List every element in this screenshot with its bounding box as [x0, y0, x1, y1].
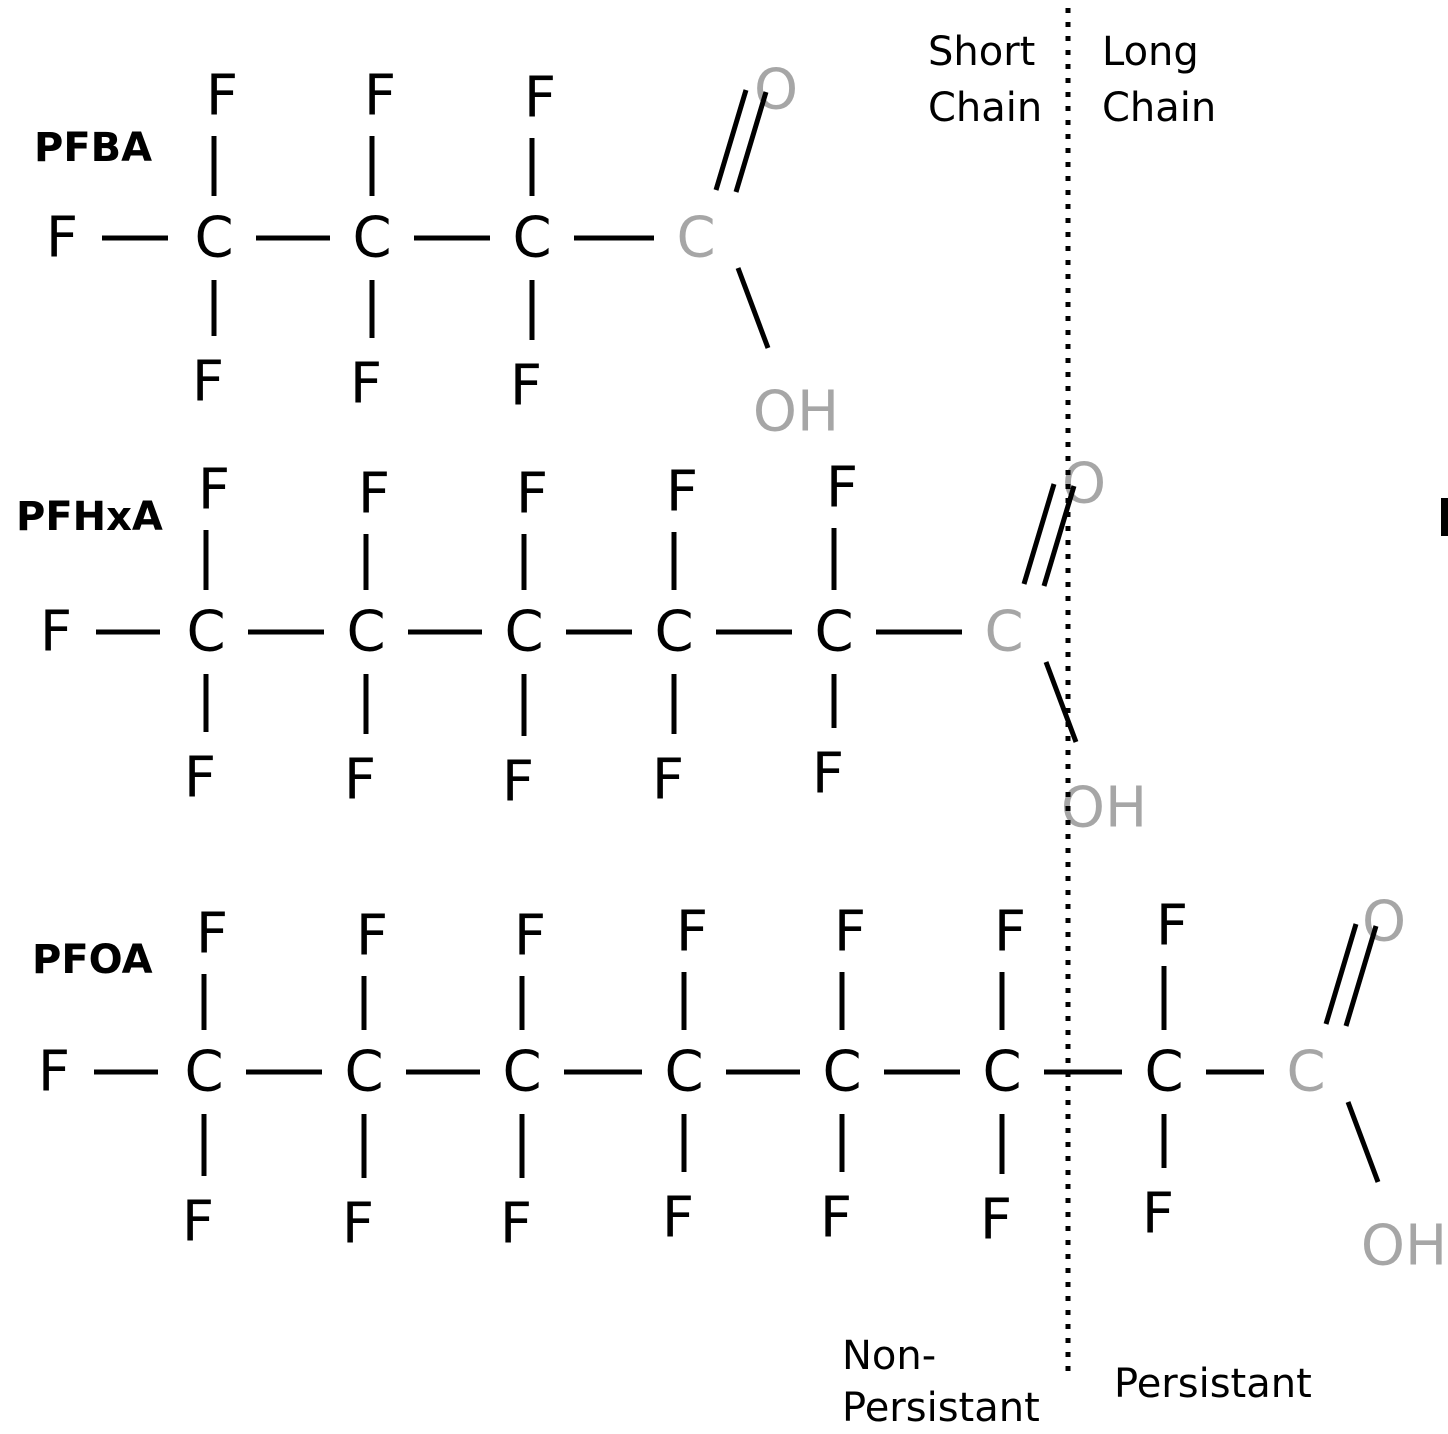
mol3-fluorine-top-3: F	[514, 904, 546, 969]
long-chain-label: Long Chain	[1102, 29, 1217, 131]
mol1-fluorine-bottom-2: F	[350, 352, 382, 417]
mol2-fluorine-bottom-1: F	[184, 746, 216, 811]
mol3-fluorine-top-4: F	[676, 900, 708, 965]
mol1-double-bond-b	[733, 91, 769, 193]
mol1-carbon-1: C	[194, 206, 233, 271]
mol1-terminal-fluorine: F	[46, 206, 78, 271]
mol1-carbon-3: C	[512, 206, 551, 271]
mol1-carbon-2: C	[352, 206, 391, 271]
mol1-fluorine-bottom-3: F	[510, 354, 542, 419]
mol3-double-bond-b	[1343, 925, 1379, 1027]
cropped-edge-mark	[1441, 498, 1448, 536]
mol2-carbon-4: C	[654, 600, 693, 665]
mol2-fluorine-top-2: F	[358, 462, 390, 527]
mol1-hydroxyl-group: OH	[753, 380, 839, 445]
mol2-carbon-1: C	[186, 600, 225, 665]
mol1-single-bond-oh	[735, 267, 771, 349]
molecule-name-pfoa: PFOA	[32, 937, 153, 983]
mol3-fluorine-bottom-5: F	[820, 1186, 852, 1251]
mol3-fluorine-bottom-2: F	[342, 1192, 374, 1257]
mol3-carbon-1: C	[184, 1040, 223, 1105]
mol2-fluorine-bottom-4: F	[652, 748, 684, 813]
non-persistent-label: Non- Persistant	[842, 1333, 1040, 1431]
mol2-double-bond-a	[1021, 483, 1057, 585]
mol1-fluorine-bottom-1: F	[192, 350, 224, 415]
mol3-fluorine-bottom-3: F	[500, 1192, 532, 1257]
mol3-fluorine-top-7: F	[1156, 894, 1188, 959]
mol1-carboxyl-carbon: C	[676, 206, 715, 271]
mol1-fluorine-top-2: F	[364, 64, 396, 129]
mol2-fluorine-bottom-2: F	[344, 748, 376, 813]
molecule-name-pfba: PFBA	[34, 125, 153, 171]
mol3-carbon-4: C	[664, 1040, 703, 1105]
short-chain-label: Short Chain	[928, 29, 1043, 131]
molecule-name-pfhxa: PFHxA	[16, 494, 163, 540]
mol2-fluorine-top-4: F	[666, 460, 698, 525]
mol3-fluorine-top-5: F	[834, 900, 866, 965]
mol3-fluorine-bottom-6: F	[980, 1188, 1012, 1253]
mol2-fluorine-bottom-3: F	[502, 750, 534, 815]
mol3-carbon-3: C	[502, 1040, 541, 1105]
mol2-terminal-fluorine: F	[40, 600, 72, 665]
mol2-fluorine-top-3: F	[516, 462, 548, 527]
mol3-terminal-fluorine: F	[38, 1040, 70, 1105]
mol2-fluorine-top-5: F	[826, 456, 858, 521]
mol3-carbon-2: C	[344, 1040, 383, 1105]
mol3-fluorine-bottom-1: F	[182, 1190, 214, 1255]
mol3-double-bond-a	[1323, 923, 1359, 1025]
mol3-carboxyl-carbon: C	[1286, 1040, 1325, 1105]
mol2-carboxyl-carbon: C	[984, 600, 1023, 665]
mol1-fluorine-top-3: F	[524, 66, 556, 131]
mol2-fluorine-top-1: F	[198, 458, 230, 523]
mol3-single-bond-oh	[1345, 1101, 1381, 1183]
mol1-fluorine-top-1: F	[206, 64, 238, 129]
mol3-fluorine-bottom-4: F	[662, 1186, 694, 1251]
mol3-carbon-6: C	[982, 1040, 1021, 1105]
mol3-hydroxyl-group: OH	[1361, 1214, 1447, 1279]
mol1-double-bond-a	[713, 89, 749, 191]
mol3-fluorine-top-6: F	[994, 900, 1026, 965]
mol2-single-bond-oh	[1043, 661, 1079, 743]
mol2-carbon-5: C	[814, 600, 853, 665]
mol3-fluorine-top-2: F	[356, 904, 388, 969]
mol2-carbon-2: C	[346, 600, 385, 665]
mol2-hydroxyl-group: OH	[1061, 776, 1147, 841]
persistent-label: Persistant	[1114, 1361, 1312, 1407]
mol3-carbon-7: C	[1144, 1040, 1183, 1105]
mol3-fluorine-bottom-7: F	[1142, 1182, 1174, 1247]
mol2-carbon-3: C	[504, 600, 543, 665]
mol3-carbon-5: C	[822, 1040, 861, 1105]
mol3-fluorine-top-1: F	[196, 902, 228, 967]
mol2-fluorine-bottom-5: F	[812, 742, 844, 807]
